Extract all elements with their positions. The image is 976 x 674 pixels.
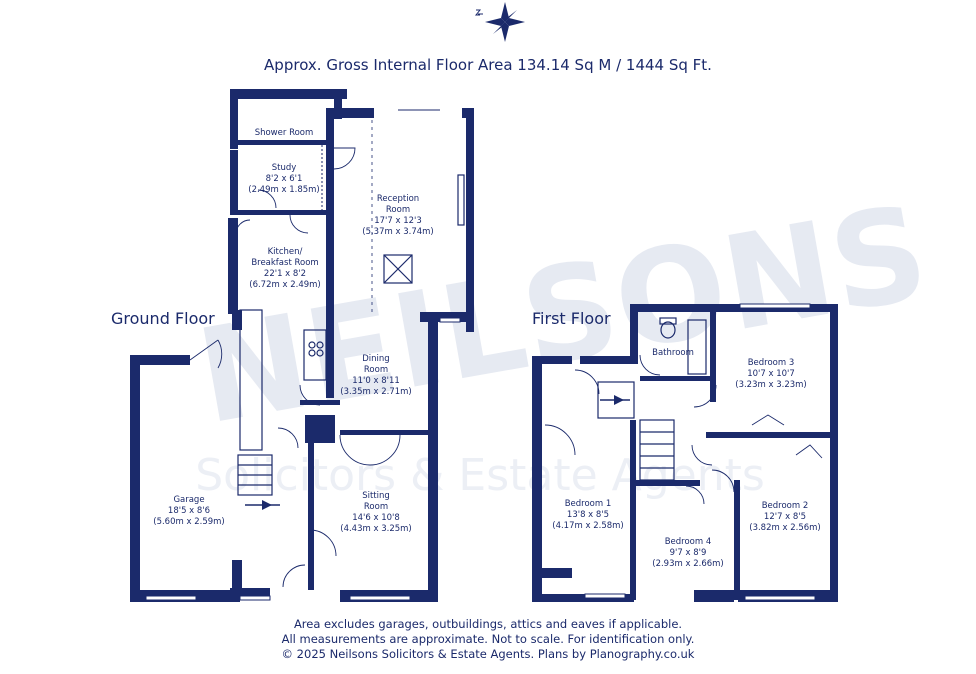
reception-label-1: Reception xyxy=(377,194,419,204)
bedroom2-label: Bedroom 2 xyxy=(762,501,809,511)
kitchen-label-1: Kitchen/ xyxy=(268,247,303,257)
bedroom2-metric: (3.82m x 2.56m) xyxy=(749,523,820,533)
garage-imperial: 18'5 x 8'6 xyxy=(168,506,210,516)
sitting-label-1: Sitting xyxy=(362,491,390,501)
dining-label-1: Dining xyxy=(362,354,389,364)
kitchen-metric: (6.72m x 2.49m) xyxy=(249,280,320,290)
sitting-imperial: 14'6 x 10'8 xyxy=(352,513,400,523)
bedroom3-metric: (3.23m x 3.23m) xyxy=(735,380,806,390)
bedroom4-label: Bedroom 4 xyxy=(665,537,712,547)
bathroom-label: Bathroom xyxy=(652,348,694,358)
first-floor-plan xyxy=(532,303,838,602)
bedroom1-imperial: 13'8 x 8'5 xyxy=(567,510,609,520)
kitchen-label-2: Breakfast Room xyxy=(251,258,318,268)
reception-imperial: 17'7 x 12'3 xyxy=(374,216,422,226)
kitchen-imperial: 22'1 x 8'2 xyxy=(264,269,306,279)
bedroom3-imperial: 10'7 x 10'7 xyxy=(747,369,795,379)
watermark-tagline: Solicitors & Estate Agents xyxy=(195,450,765,501)
study-label: Study xyxy=(272,163,297,173)
study-imperial: 8'2 x 6'1 xyxy=(266,174,303,184)
compass-icon xyxy=(474,2,525,42)
garage-label: Garage xyxy=(173,495,204,505)
floor-area-title: Approx. Gross Internal Floor Area 134.14… xyxy=(264,56,712,74)
shower-room-label: Shower Room xyxy=(255,128,314,138)
disclaimer-line-2: All measurements are approximate. Not to… xyxy=(281,632,695,646)
ground-floor-label: Ground Floor xyxy=(111,309,215,328)
reception-label-2: Room xyxy=(386,205,410,215)
garage-metric: (5.60m x 2.59m) xyxy=(153,517,224,527)
copyright-line: © 2025 Neilsons Solicitors & Estate Agen… xyxy=(281,647,695,661)
dining-imperial: 11'0 x 8'11 xyxy=(352,376,400,386)
sitting-label-2: Room xyxy=(364,502,388,512)
bedroom4-imperial: 9'7 x 8'9 xyxy=(670,548,707,558)
bedroom1-metric: (4.17m x 2.58m) xyxy=(552,521,623,531)
study-metric: (2.49m x 1.85m) xyxy=(248,185,319,195)
bedroom2-imperial: 12'7 x 8'5 xyxy=(764,512,806,522)
ground-floor-plan xyxy=(130,89,474,602)
bedroom3-label: Bedroom 3 xyxy=(748,358,795,368)
first-floor-label: First Floor xyxy=(532,309,611,328)
reception-metric: (5.37m x 3.74m) xyxy=(362,227,433,237)
sitting-metric: (4.43m x 3.25m) xyxy=(340,524,411,534)
dining-metric: (3.35m x 2.71m) xyxy=(340,387,411,397)
room-labels: Shower Room Study 8'2 x 6'1 (2.49m x 1.8… xyxy=(153,128,820,569)
watermark: NEILSONS Solicitors & Estate Agents xyxy=(187,176,938,501)
bedroom4-metric: (2.93m x 2.66m) xyxy=(652,559,723,569)
bedroom1-label: Bedroom 1 xyxy=(565,499,612,509)
dining-label-2: Room xyxy=(364,365,388,375)
disclaimer-footer: Area excludes garages, outbuildings, att… xyxy=(0,617,976,662)
disclaimer-line-1: Area excludes garages, outbuildings, att… xyxy=(293,617,683,631)
